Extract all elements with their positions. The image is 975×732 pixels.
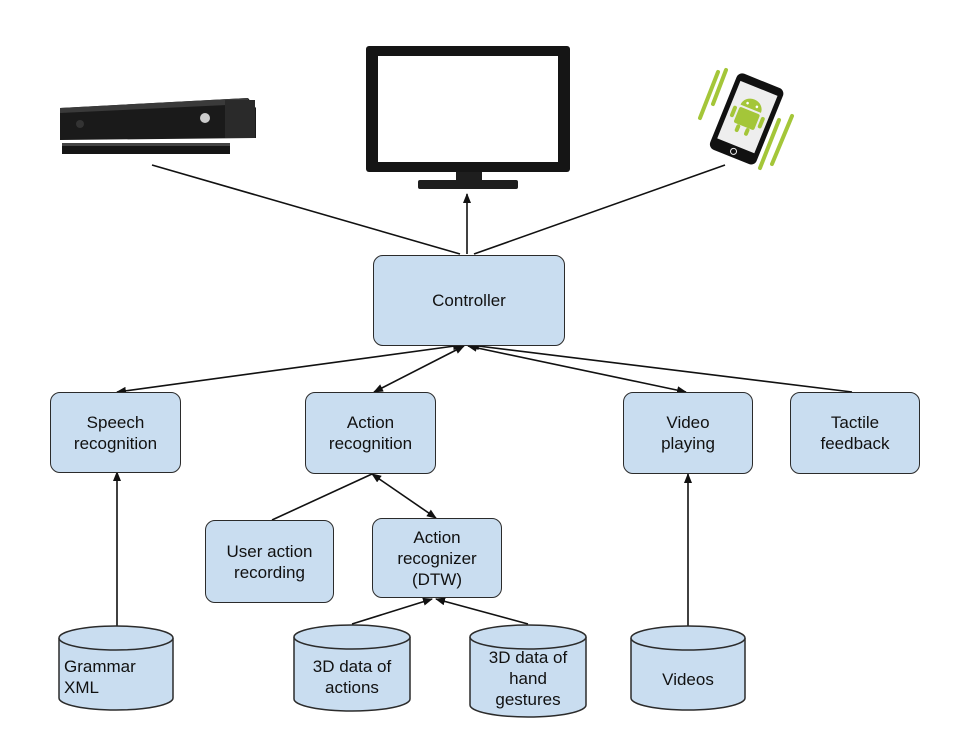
cylinder-grammar-xml [58, 625, 174, 711]
grammar-xml-label: Grammar XML [64, 657, 136, 697]
cylinder-videos [630, 625, 746, 711]
edge-action-recognizer [371, 473, 437, 519]
cylinder-3d-actions [293, 624, 411, 712]
edge-controller-action [373, 345, 465, 393]
speech-recognition-node: Speech recognition [50, 392, 181, 473]
videos-label: Videos [662, 669, 714, 689]
edge-action-useraction [271, 473, 373, 521]
android-phone-icon [698, 68, 794, 170]
3d-actions-label: 3D data of actions [312, 657, 392, 697]
tactile-feedback-node: Tactile feedback [790, 392, 920, 474]
edge-kinect-controller [151, 164, 461, 255]
action-recognition-node: Action recognition [305, 392, 436, 474]
tv-monitor-icon [366, 46, 570, 189]
edge-tactile-controller [469, 342, 853, 393]
user-action-recording-node: User action recording [205, 520, 334, 603]
cylinder-3d-hand-gestures [469, 624, 587, 718]
action-recognizer-node: Action recognizer (DTW) [372, 518, 502, 598]
3d-hand-gestures-label: 3D data of hand gestures [488, 647, 568, 709]
edge-actions3d-recognizer [351, 597, 433, 625]
controller-node: Controller [373, 255, 565, 346]
edge-phone-controller [473, 164, 726, 255]
edge-controller-speech [116, 342, 463, 395]
video-playing-node: Video playing [623, 392, 753, 474]
edge-gestures3d-recognizer [435, 597, 529, 625]
kinect-sensor-icon [60, 98, 256, 154]
edge-controller-video [467, 343, 687, 395]
